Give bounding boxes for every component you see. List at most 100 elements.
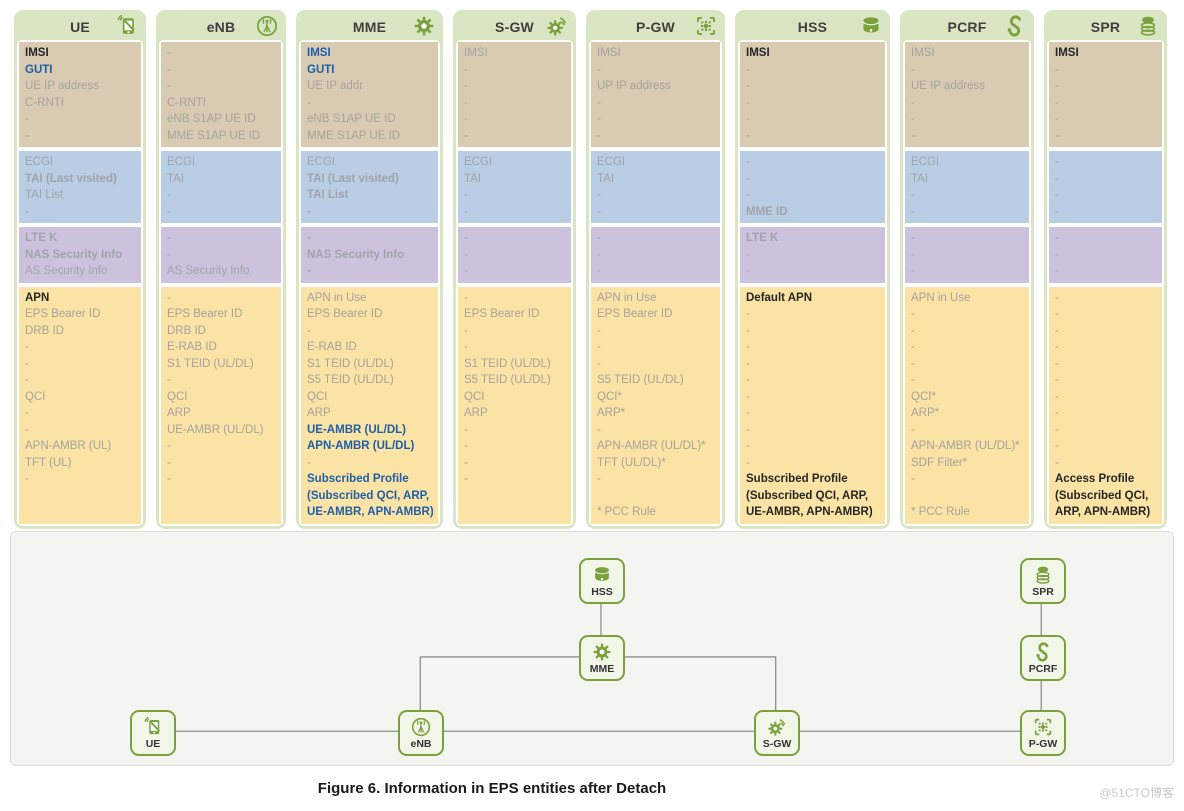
info-row: - [307, 265, 311, 277]
info-row: ARP [464, 407, 488, 419]
info-row: ECGI [911, 156, 940, 168]
info-row: - [307, 205, 311, 218]
column-header: HSS [738, 13, 887, 40]
info-row: - [1055, 324, 1059, 337]
info-row: - [464, 265, 468, 277]
session-qos-section: Default APN----------Subscribed Profile(… [740, 286, 885, 524]
info-row: DRB ID [25, 324, 64, 337]
info-row: QCI* [911, 390, 936, 403]
topology-node-p-gw: P-GW [1020, 710, 1066, 756]
database-icon [592, 565, 612, 585]
info-row: - [167, 374, 171, 386]
node-label: S-GW [762, 737, 792, 750]
info-row: - [464, 341, 468, 353]
column-header: P-GW [589, 13, 722, 40]
info-row: S1 TEID (UL/DL) [307, 357, 394, 370]
antenna-icon [411, 717, 431, 737]
info-row: QCI* [597, 390, 622, 403]
info-row: * PCC Rule [911, 506, 970, 518]
node-label: MME [589, 662, 615, 675]
info-row: - [1055, 63, 1059, 76]
info-row: APN-AMBR (UL/DL)* [597, 440, 706, 452]
session-qos-section: APN in Use-----QCI*ARP*-APN-AMBR (UL/DL)… [905, 286, 1029, 524]
info-row: TFT (UL/DL)* [597, 456, 666, 469]
info-row: TAI [464, 172, 482, 185]
network-grid-icon [695, 15, 717, 37]
info-row: - [167, 80, 171, 92]
info-row: E-RAB ID [307, 341, 357, 353]
info-row: - [1055, 440, 1059, 452]
info-row: - [25, 129, 29, 142]
info-row: MME S1AP UE ID [167, 129, 261, 142]
info-row: TAI [167, 172, 185, 185]
entity-title: UE [70, 18, 90, 35]
info-row: TAI [597, 172, 615, 185]
info-row: - [464, 248, 468, 261]
info-row: - [746, 129, 750, 142]
info-row: - [1055, 248, 1059, 261]
info-row: - [746, 80, 750, 92]
info-row: IMSI [1055, 47, 1079, 59]
info-row: LTE K [25, 232, 58, 244]
info-row: - [1055, 357, 1059, 370]
info-row: eNB S1AP UE ID [307, 113, 396, 125]
security-section: -NAS Security Info- [301, 227, 438, 283]
info-row: - [25, 473, 29, 485]
info-row: IMSI [911, 47, 935, 59]
info-row: Subscribed Profile [307, 473, 409, 485]
column-header: UE [17, 13, 143, 40]
topology-node-mme: MME [579, 635, 625, 681]
info-row: - [746, 423, 750, 436]
info-row: - [911, 205, 915, 218]
topology-node-pcrf: PCRF [1020, 635, 1066, 681]
security-section: --- [591, 227, 720, 283]
info-row: - [597, 341, 601, 353]
info-row: - [1055, 341, 1059, 353]
info-row: IMSI [464, 47, 488, 59]
info-row: - [746, 456, 750, 469]
topology-panel: HSS MME SPR PCRF UE eNB S-GW P-GW [10, 531, 1174, 766]
security-section: --- [458, 227, 571, 283]
info-row: - [911, 357, 915, 370]
info-row: - [597, 63, 601, 76]
node-label: UE [145, 737, 161, 750]
info-row: QCI [307, 390, 328, 403]
info-row: - [464, 456, 468, 469]
column-header: S-GW [456, 13, 573, 40]
security-section: --- [905, 227, 1029, 283]
identifiers-section: IMSI----- [740, 42, 885, 147]
entity-column-spr: SPR IMSI-----------------------Access Pr… [1044, 10, 1167, 529]
info-row: C-RNTI [167, 96, 206, 109]
info-row: - [746, 324, 750, 337]
info-row: - [597, 423, 601, 436]
caption-row: Figure 6. Information in EPS entities af… [0, 780, 984, 798]
info-row: - [746, 357, 750, 370]
node-label: HSS [591, 585, 613, 598]
info-row: - [1055, 456, 1059, 469]
info-row: NAS Security Info [307, 248, 405, 261]
session-qos-section: -----------Access Profile(Subscribed QCI… [1049, 286, 1162, 524]
info-row: - [464, 473, 468, 485]
info-row: eNB S1AP UE ID [167, 113, 256, 125]
column-header: eNB [159, 13, 283, 40]
info-row: - [746, 172, 750, 185]
info-row: - [597, 113, 601, 125]
info-row: - [597, 205, 601, 218]
info-row: - [1055, 129, 1059, 142]
info-row: Default APN [746, 291, 813, 304]
info-row [167, 488, 275, 505]
info-row: ARP [307, 407, 331, 419]
info-row: - [25, 113, 29, 125]
info-row: IMSI [25, 47, 49, 59]
info-row: APN in Use [597, 291, 657, 304]
info-row: S5 TEID (UL/DL) [597, 374, 684, 386]
